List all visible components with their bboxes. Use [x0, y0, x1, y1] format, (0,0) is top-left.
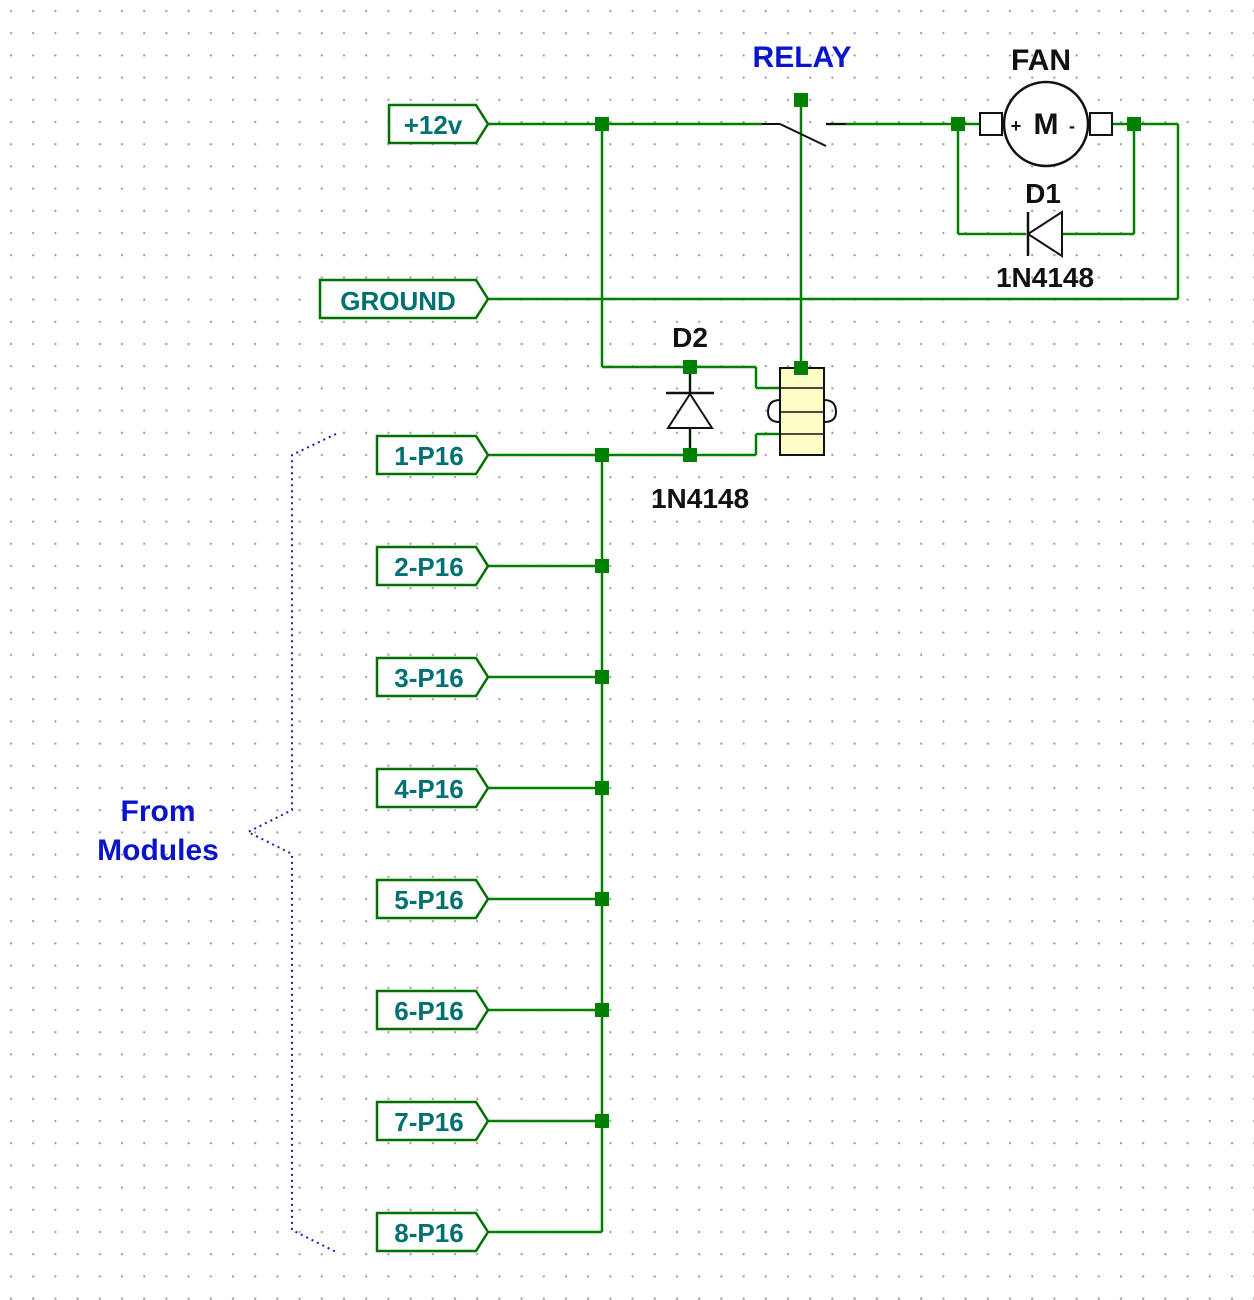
port-module-flag [375, 1211, 490, 1253]
port-module-label: 5-P16 [394, 885, 463, 915]
port-module-flag [375, 878, 490, 920]
node-module-1 [595, 448, 609, 462]
node-12v [595, 117, 609, 131]
module-ports: 1-P16 2-P16 3-P16 4-P16 5-P16 6-P16 7-P16 8-P16 [375, 434, 490, 1253]
node-module-2 [595, 559, 609, 573]
node-fan-left [951, 117, 965, 131]
relay-label: RELAY [753, 41, 852, 74]
port-module-label: 7-P16 [394, 1107, 463, 1137]
port-module-label: 1-P16 [394, 441, 463, 471]
wires [488, 100, 1180, 1234]
port-module-label: 4-P16 [394, 774, 463, 804]
port-module-flag [375, 767, 490, 809]
fan-motor-symbol: M [1034, 108, 1059, 141]
port-module-flag [375, 545, 490, 587]
d2-part-label: 1N4148 [651, 483, 749, 514]
annotation-modules: Modules [97, 834, 219, 867]
port-module: 7-P16 [375, 1100, 490, 1142]
port-module-label: 2-P16 [394, 552, 463, 582]
port-module-flag [375, 656, 490, 698]
fan-motor-circle [1002, 80, 1090, 168]
node-module-7 [595, 1114, 609, 1128]
port-module: 2-P16 [375, 545, 490, 587]
port-module-label: 8-P16 [394, 1218, 463, 1248]
diode-d1 [1026, 210, 1063, 258]
port-module: 8-P16 [375, 1211, 490, 1253]
node-module-4 [595, 781, 609, 795]
port-module: 4-P16 [375, 767, 490, 809]
node-d2-top [683, 360, 697, 374]
relay-switch [762, 123, 846, 147]
annotation-from: From [121, 795, 196, 828]
d1-part-label: 1N4148 [996, 262, 1094, 293]
port-module-flag [375, 989, 490, 1031]
port-module-flag [375, 1100, 490, 1142]
node-relay-control [794, 93, 808, 107]
port-module-label: 3-P16 [394, 663, 463, 693]
node-module-6 [595, 1003, 609, 1017]
fan-minus-sign: - [1069, 116, 1075, 136]
d1-ref-label: D1 [1025, 178, 1061, 209]
junctions [595, 93, 1141, 1128]
port-power: +12v [387, 103, 490, 145]
node-module-5 [595, 892, 609, 906]
node-module-3 [595, 670, 609, 684]
port-module: 3-P16 [375, 656, 490, 698]
node-relay-coil-top [794, 361, 808, 375]
fan-plus-sign: + [1011, 116, 1022, 136]
port-ground: GROUND [318, 278, 490, 320]
fan-label: FAN [1011, 44, 1071, 77]
fan-motor: M + - [979, 80, 1113, 168]
relay-coil [766, 367, 838, 456]
port-power-label: +12v [404, 110, 463, 140]
port-module: 6-P16 [375, 989, 490, 1031]
modules-brace [245, 433, 337, 1253]
port-ground-label: GROUND [340, 286, 456, 316]
d2-ref-label: D2 [672, 322, 708, 353]
port-module: 5-P16 [375, 878, 490, 920]
port-module-label: 6-P16 [394, 996, 463, 1026]
node-fan-right [1127, 117, 1141, 131]
node-d2-bottom [683, 448, 697, 462]
port-module: 1-P16 [375, 434, 490, 476]
port-module-flag [375, 434, 490, 476]
